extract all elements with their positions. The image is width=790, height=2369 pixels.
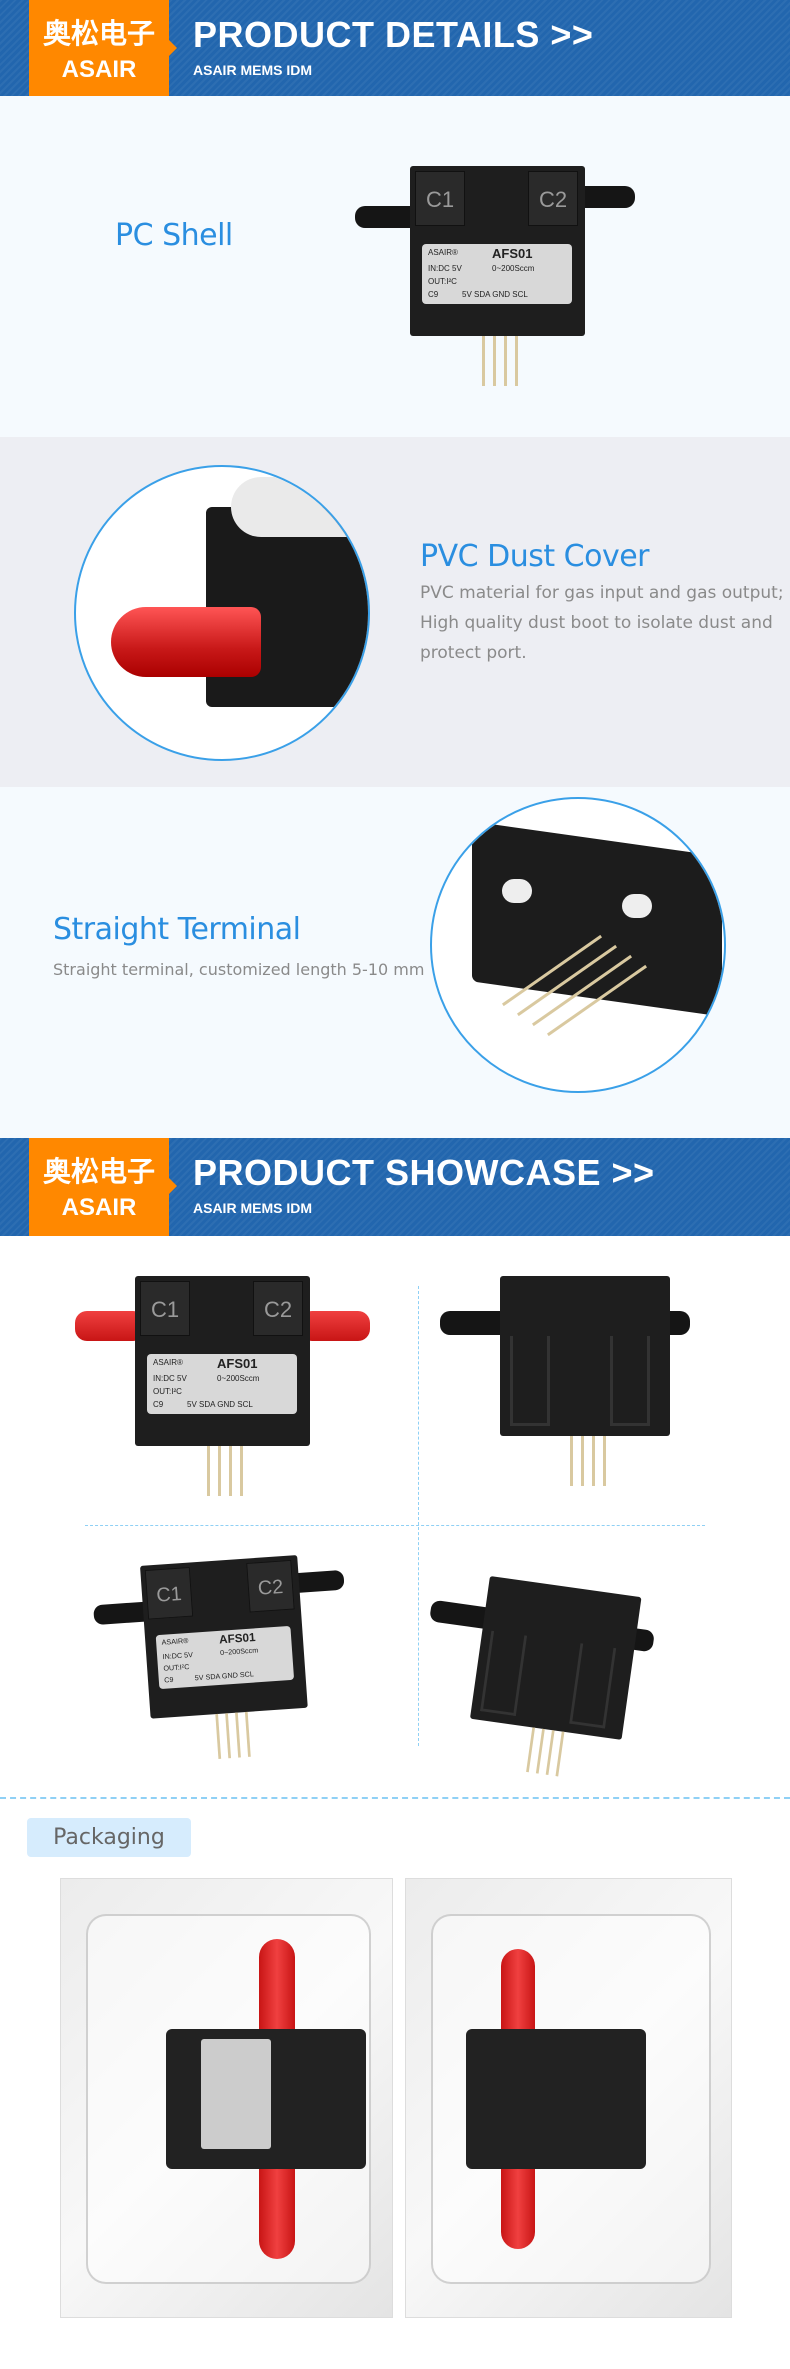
tube-port-icon (575, 186, 635, 208)
label-model: AFS01 (492, 246, 533, 261)
tube-port-icon (355, 206, 425, 228)
label-model: AFS01 (218, 1630, 256, 1647)
label-input: IN:DC 5V (428, 264, 462, 273)
terminal-pin (535, 1728, 545, 1774)
dust-cover-closeup-image (74, 465, 370, 761)
terminal-pin (545, 1730, 555, 1776)
section-subtitle: ASAIR MEMS IDM (193, 1200, 312, 1216)
section-title: PRODUCT DETAILS >> (193, 14, 594, 55)
label-range: 0~200Sccm (217, 1374, 260, 1383)
feature-title: PC Shell (115, 218, 233, 253)
terminal-pin (244, 1711, 251, 1757)
port-c1: C1 (140, 1281, 190, 1336)
terminal-pin (225, 1713, 232, 1759)
terminal-pin (570, 1436, 573, 1486)
terminal-pin (207, 1446, 210, 1496)
terminal-pin (555, 1731, 565, 1777)
label-output: OUT:I²C (153, 1387, 182, 1396)
label-pins: 5V SDA GND SCL (194, 1669, 255, 1683)
label-pins: 5V SDA GND SCL (187, 1400, 253, 1409)
label-input: IN:DC 5V (162, 1650, 194, 1661)
feature-dust-cover: PVC Dust Cover PVC material for gas inpu… (0, 437, 790, 787)
terminal-pin (581, 1436, 584, 1486)
sensor-body (500, 1276, 670, 1436)
terminal-pin (592, 1436, 595, 1486)
divider (85, 1525, 705, 1526)
port-c2: C2 (528, 171, 578, 226)
asair-logo: 奥松电子 ASAIR (29, 0, 177, 96)
label-code: C9 (163, 1675, 174, 1685)
label-code: C9 (428, 290, 439, 299)
label-range: 0~200Sccm (492, 264, 535, 273)
label-model: AFS01 (217, 1356, 258, 1371)
terminal-pin (603, 1436, 606, 1486)
terminal-pin (240, 1446, 243, 1496)
asair-logo: 奥松电子 ASAIR (29, 1138, 177, 1236)
feature-title: Straight Terminal (53, 912, 301, 947)
terminal-closeup-image (430, 797, 726, 1093)
label-code: C9 (153, 1400, 164, 1409)
logo-cn: 奥松电子 (42, 17, 155, 50)
label-output: OUT:I²C (163, 1662, 190, 1673)
label-brand: ASAIR® (153, 1358, 183, 1367)
terminal-pin (504, 336, 507, 386)
section-divider (0, 1797, 790, 1799)
port-c1: C1 (415, 171, 465, 226)
label-brand: ASAIR® (161, 1636, 189, 1647)
port-c2: C2 (253, 1281, 303, 1336)
logo-en: ASAIR (61, 1194, 137, 1221)
red-dust-cap-icon (300, 1311, 370, 1341)
terminal-pin (229, 1446, 232, 1496)
rib (510, 1336, 550, 1426)
section-title: PRODUCT SHOWCASE >> (193, 1152, 655, 1193)
divider (418, 1286, 419, 1746)
product-details-header: 奥松电子 ASAIR PRODUCT DETAILS >> ASAIR MEMS… (0, 0, 790, 96)
packaging-back-image (405, 1878, 732, 2318)
product-showcase-header: 奥松电子 ASAIR PRODUCT SHOWCASE >> ASAIR MEM… (0, 1138, 790, 1236)
terminal-pin (215, 1713, 222, 1759)
label-input: IN:DC 5V (153, 1374, 187, 1383)
packaging-front-image (60, 1878, 393, 2318)
red-dust-cap-icon (75, 1311, 145, 1341)
feature-description: Straight terminal, customized length 5-1… (53, 960, 425, 979)
label-brand: ASAIR® (428, 248, 458, 257)
logo-cn: 奥松电子 (42, 1155, 155, 1188)
port-c2: C2 (246, 1559, 295, 1613)
section-subtitle: ASAIR MEMS IDM (193, 62, 312, 78)
terminal-pin (493, 336, 496, 386)
terminal-pin (526, 1727, 536, 1773)
terminal-pin (235, 1712, 241, 1758)
desc-line: protect port. (420, 643, 527, 663)
label-output: OUT:I²C (428, 277, 457, 286)
logo-en: ASAIR (61, 56, 137, 83)
port-c1: C1 (144, 1567, 194, 1620)
terminal-pin (515, 336, 518, 386)
feature-description: PVC material for gas input and gas outpu… (420, 578, 784, 668)
desc-line: High quality dust boot to isolate dust a… (420, 613, 773, 633)
feature-title: PVC Dust Cover (420, 539, 650, 574)
desc-line: PVC material for gas input and gas outpu… (420, 583, 784, 603)
terminal-pin (218, 1446, 221, 1496)
packaging-badge: Packaging (27, 1818, 191, 1857)
terminal-pin (482, 336, 485, 386)
label-pins: 5V SDA GND SCL (462, 290, 528, 299)
feature-straight-terminal: Straight Terminal Straight terminal, cus… (0, 787, 790, 1138)
label-range: 0~200Sccm (219, 1646, 259, 1657)
rib (610, 1336, 650, 1426)
